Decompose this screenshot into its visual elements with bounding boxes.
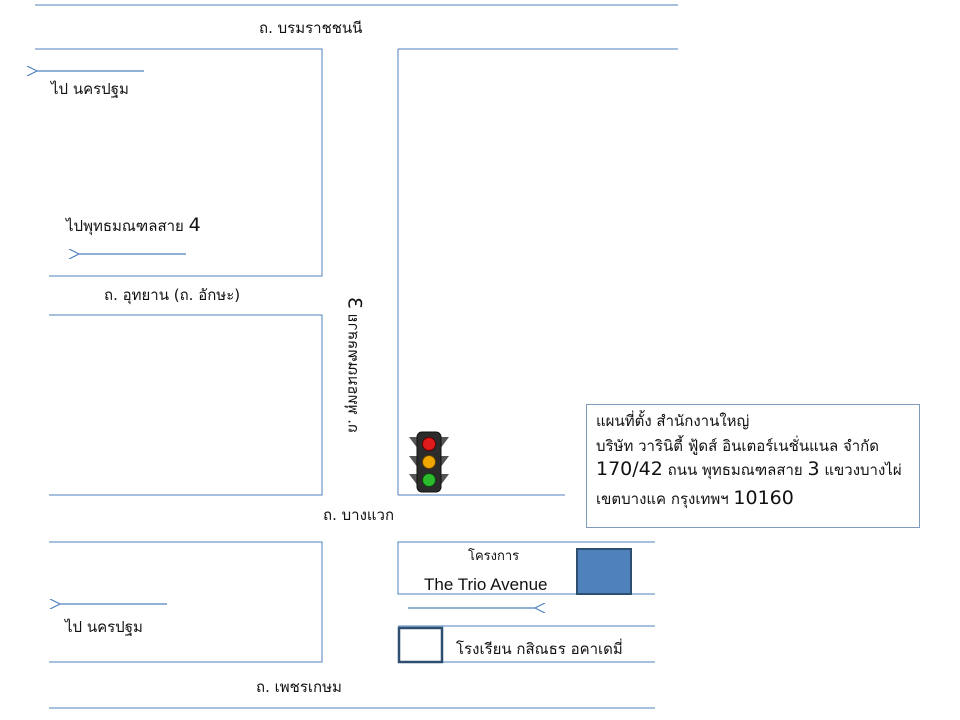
direction-label-nakhon-pathom-bottom: ไป นครปฐม (65, 618, 143, 636)
info-house-number: 170/42 (596, 458, 663, 480)
project-label: โครงการ (468, 549, 520, 564)
info-postcode: 10160 (733, 486, 794, 509)
road-label-phutthamonthon-3-text: ถ. พุทธมณฑลสาย (344, 313, 363, 434)
office-marker (576, 548, 632, 595)
block-top-left (35, 48, 323, 277)
info-street-number: 3 (807, 458, 820, 480)
info-company-name: บริษัท วารินิตี้ ฟู้ดส์ อินเตอร์เนชั่นแน… (596, 436, 880, 455)
road-label-bangwaek: ถ. บางแวก (323, 506, 395, 524)
road-label-phutthamonthon-3: ถ. พุทธมณฑลสาย 3 (343, 296, 366, 434)
info-address-line: 170/42 ถนน พุทธมณฑลสาย 3 แขวงบางไผ่ (596, 459, 911, 480)
direction-label-phutthamonthon-text: ไปพุทธมณฑลสาย (66, 217, 184, 235)
info-street: ถนน พุทธมณฑลสาย (662, 461, 808, 479)
info-district-line: เขตบางแค กรุงเทพฯ 10160 (596, 486, 911, 509)
block-bottom-left (49, 541, 323, 663)
road-label-phutthamonthon-3-number: 3 (343, 296, 366, 309)
school-label: โรงเรียน กสิณธร อคาเดมี่ (456, 640, 623, 658)
info-title: แผนที่ตั้ง สำนักงานใหญ่ (596, 412, 750, 430)
headquarters-info-box: แผนที่ตั้ง สำนักงานใหญ่ บริษัท วารินิตี้… (586, 404, 920, 528)
school-marker (397, 626, 444, 664)
direction-arrows (37, 71, 535, 608)
road-label-phetkasem: ถ. เพชรเกษม (256, 678, 342, 696)
direction-label-phutthamonthon-4: ไปพุทธมณฑลสาย 4 (66, 216, 201, 235)
road-label-boromratchachonnani: ถ. บรมราชชนนี (259, 19, 363, 37)
block-middle-left (49, 314, 323, 496)
road-label-utthayan: ถ. อุทยาน (ถ. อักษะ) (104, 286, 241, 304)
info-district: เขตบางแค กรุงเทพฯ (596, 489, 734, 508)
direction-label-nakhon-pathom-top: ไป นครปฐม (51, 80, 129, 98)
traffic-light-icon (409, 431, 449, 493)
direction-label-phutthamonthon-number: 4 (188, 214, 201, 236)
project-name: The Trio Avenue (424, 575, 548, 594)
info-subdistrict: แขวงบางไผ่ (819, 461, 902, 479)
road-lines (35, 4, 678, 709)
block-trio-avenue (397, 541, 655, 595)
